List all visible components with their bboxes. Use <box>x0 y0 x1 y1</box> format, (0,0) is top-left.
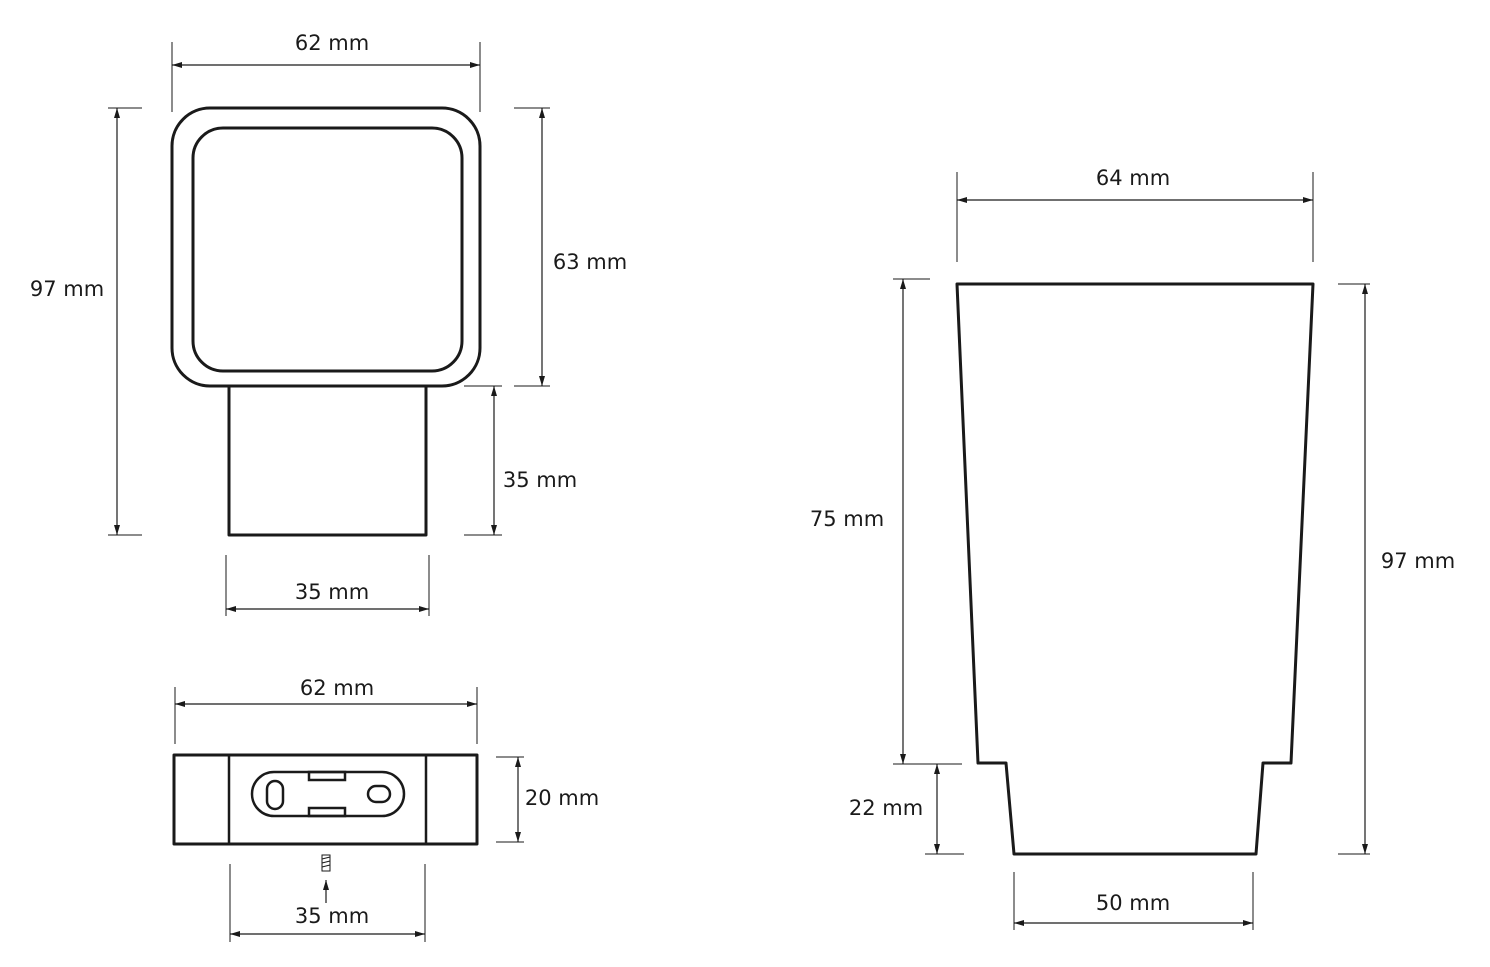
front-view: 62 mm 97 mm 63 mm 35 mm 35 mm <box>30 31 627 616</box>
cup-foot-height-label: 22 mm <box>849 796 923 820</box>
holder-base <box>227 386 428 537</box>
screw-hole-right <box>366 784 392 804</box>
cup-view: 64 mm 75 mm 22 mm 97 mm 50 mm <box>810 166 1455 930</box>
holder-head-outer <box>170 106 482 388</box>
cup-total-height-label: 97 mm <box>1381 549 1455 573</box>
bottom-view: 62 mm 20 mm 35 mm <box>172 676 599 942</box>
front-width-label: 62 mm <box>295 31 369 55</box>
cup-top-width-label: 64 mm <box>1096 166 1170 190</box>
holder-head-inner <box>191 126 464 373</box>
base-width-label: 35 mm <box>295 580 369 604</box>
base-height-label: 35 mm <box>503 468 577 492</box>
cup-bottom-width-label: 50 mm <box>1096 891 1170 915</box>
head-height-label: 63 mm <box>553 250 627 274</box>
plate-height-label: 20 mm <box>525 786 599 810</box>
cup-outline <box>955 282 1315 856</box>
screw-hole-left <box>265 779 285 811</box>
plate-base-width-label: 35 mm <box>295 904 369 928</box>
front-total-height-label: 97 mm <box>30 277 104 301</box>
cup-body-height-label: 75 mm <box>810 507 884 531</box>
screw-icon <box>321 854 331 872</box>
mount-plate <box>172 753 479 846</box>
plate-width-label: 62 mm <box>300 676 374 700</box>
